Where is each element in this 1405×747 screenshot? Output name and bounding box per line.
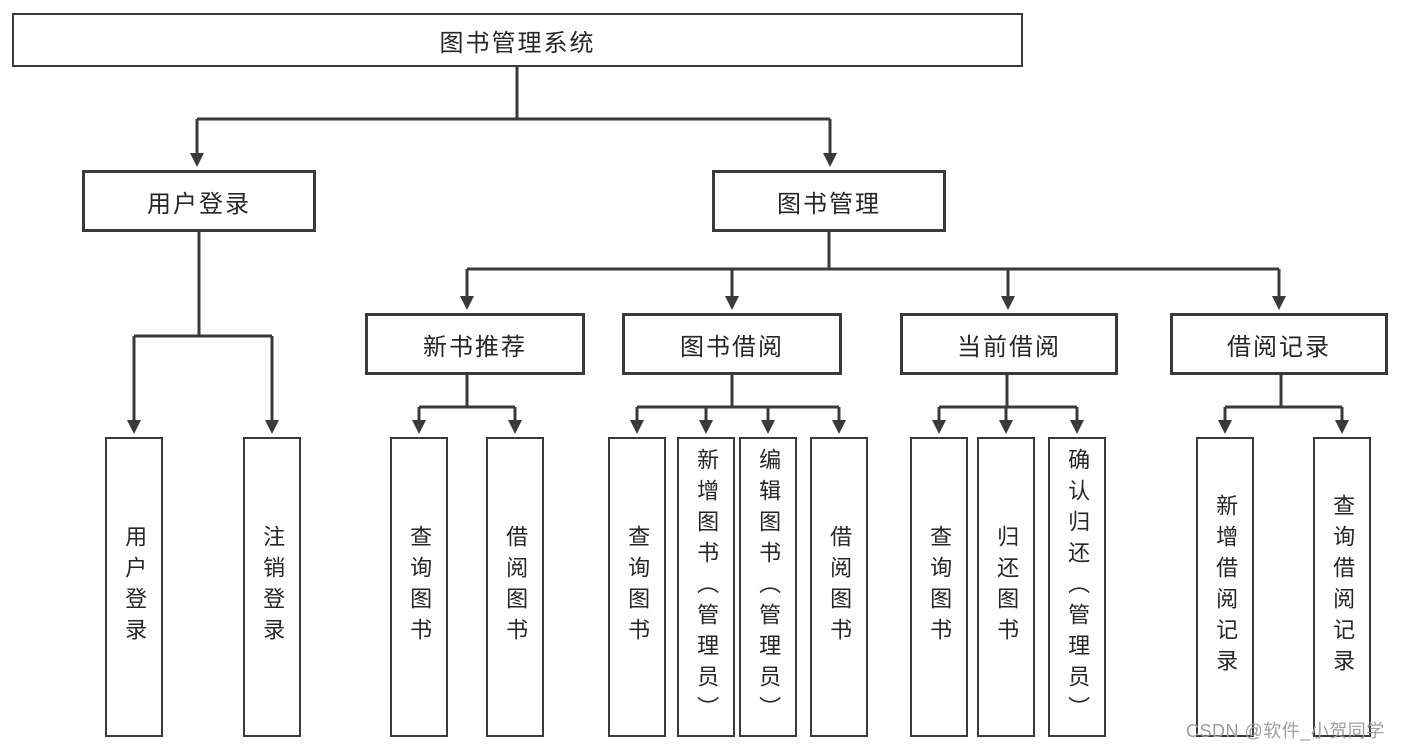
node-borrowing-records: 借阅记录 [1170, 313, 1388, 375]
leaf-borrow-books-recommend: 借阅图书 [486, 437, 544, 737]
leaf-return-books-label: 归还图书 [994, 525, 1020, 649]
node-new-book-recommend: 新书推荐 [365, 313, 585, 375]
leaf-query-books-borrowing: 查询图书 [608, 437, 666, 737]
leaf-query-borrow-record-label: 查询借阅记录 [1330, 494, 1356, 680]
leaf-edit-books-admin: 编辑图书（管理员） [739, 437, 797, 737]
leaf-edit-books-admin-label: 编辑图书（管理员） [756, 447, 782, 727]
leaf-query-books-current-label: 查询图书 [927, 525, 953, 649]
node-user-login: 用户登录 [82, 170, 316, 232]
leaf-return-books: 归还图书 [977, 437, 1035, 737]
leaf-user-login: 用户登录 [105, 437, 163, 737]
node-borrowing-records-label: 借阅记录 [1227, 333, 1331, 361]
node-current-borrowing: 当前借阅 [900, 313, 1118, 375]
node-book-management-label: 图书管理 [777, 190, 881, 218]
node-current-borrowing-label: 当前借阅 [957, 333, 1061, 361]
leaf-borrow-books: 借阅图书 [810, 437, 868, 737]
node-root-label: 图书管理系统 [439, 29, 596, 57]
node-book-borrowing: 图书借阅 [622, 313, 842, 375]
leaf-query-books-recommend: 查询图书 [390, 437, 448, 737]
leaf-borrow-books-recommend-label: 借阅图书 [503, 525, 529, 649]
node-book-borrowing-label: 图书借阅 [680, 333, 784, 361]
leaf-query-borrow-record: 查询借阅记录 [1313, 437, 1371, 737]
csdn-watermark: CSDN @软件_小贺同学 [1186, 721, 1385, 741]
leaf-add-books-admin: 新增图书（管理员） [677, 437, 735, 737]
leaf-query-books-borrowing-label: 查询图书 [625, 525, 651, 649]
leaf-borrow-books-label: 借阅图书 [827, 525, 853, 649]
leaf-logout: 注销登录 [243, 437, 301, 737]
leaf-logout-label: 注销登录 [260, 525, 286, 649]
leaf-confirm-return-admin: 确认归还（管理员） [1048, 437, 1106, 737]
node-new-book-recommend-label: 新书推荐 [423, 333, 527, 361]
node-book-management: 图书管理 [712, 170, 946, 232]
leaf-user-login-label: 用户登录 [122, 525, 148, 649]
leaf-confirm-return-admin-label: 确认归还（管理员） [1065, 447, 1091, 727]
leaf-query-books-recommend-label: 查询图书 [407, 525, 433, 649]
leaf-add-books-admin-label: 新增图书（管理员） [694, 447, 720, 727]
leaf-add-borrow-record: 新增借阅记录 [1196, 437, 1254, 737]
node-root: 图书管理系统 [12, 13, 1023, 67]
leaf-add-borrow-record-label: 新增借阅记录 [1213, 494, 1239, 680]
node-user-login-label: 用户登录 [147, 190, 251, 218]
leaf-query-books-current: 查询图书 [910, 437, 968, 737]
